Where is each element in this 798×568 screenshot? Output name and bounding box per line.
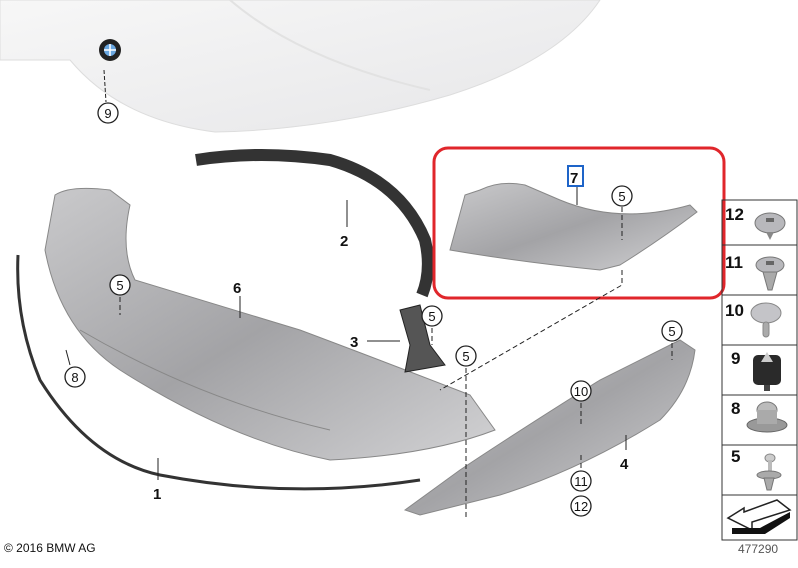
part-7[interactable] bbox=[449, 182, 698, 271]
callout-1: 1 bbox=[153, 486, 161, 503]
circle-callouts bbox=[64, 102, 683, 517]
callout-5-part7: 5 bbox=[618, 189, 625, 204]
solid-leaders bbox=[65, 187, 627, 480]
edge-seal-part-1[interactable] bbox=[16, 254, 421, 491]
callout-5-left: 5 bbox=[116, 278, 123, 293]
legend-number-10: 10 bbox=[725, 301, 744, 320]
legend-number-11: 11 bbox=[725, 253, 743, 272]
highlight-box bbox=[432, 146, 726, 300]
callout-9: 9 bbox=[104, 106, 111, 121]
selection-box bbox=[567, 165, 584, 187]
callout-5-mid: 5 bbox=[462, 349, 469, 364]
hood-part[interactable] bbox=[0, 0, 601, 133]
plastic-rivet-icon bbox=[750, 302, 782, 338]
expanding-rivet-icon bbox=[755, 256, 785, 291]
callout-12: 12 bbox=[574, 499, 588, 514]
diagram-id: 477290 bbox=[738, 542, 779, 556]
callout-5-bracket: 5 bbox=[428, 309, 435, 324]
callout-3: 3 bbox=[350, 334, 358, 351]
fastener-legend bbox=[721, 199, 798, 541]
push-clip-icon bbox=[756, 453, 782, 491]
expanding-nut-icon bbox=[754, 212, 786, 240]
grommet-icon bbox=[746, 401, 788, 433]
callout-10: 10 bbox=[574, 384, 588, 399]
leader-lines bbox=[119, 207, 673, 520]
callout-8: 8 bbox=[71, 370, 78, 385]
callout-6: 6 bbox=[233, 280, 241, 297]
copyright-text: © 2016 BMW AG bbox=[4, 541, 96, 555]
legend-number-5: 5 bbox=[731, 447, 740, 466]
cover-part-6[interactable] bbox=[44, 187, 496, 461]
callout-2: 2 bbox=[340, 233, 348, 250]
bracket-part-3[interactable] bbox=[399, 304, 446, 373]
callout-5-right: 5 bbox=[668, 324, 675, 339]
seal-part-2[interactable] bbox=[195, 149, 434, 298]
legend-number-9: 9 bbox=[731, 349, 740, 368]
legend-number-12: 12 bbox=[725, 205, 744, 224]
callout-11: 11 bbox=[574, 474, 588, 489]
duct-part-4[interactable] bbox=[403, 339, 696, 516]
legend-number-8: 8 bbox=[731, 399, 740, 418]
front-direction-arrow-icon bbox=[726, 499, 792, 534]
callout-4: 4 bbox=[620, 456, 629, 473]
rubber-buffer-icon bbox=[753, 352, 781, 391]
callout-7: 7 bbox=[570, 170, 578, 187]
